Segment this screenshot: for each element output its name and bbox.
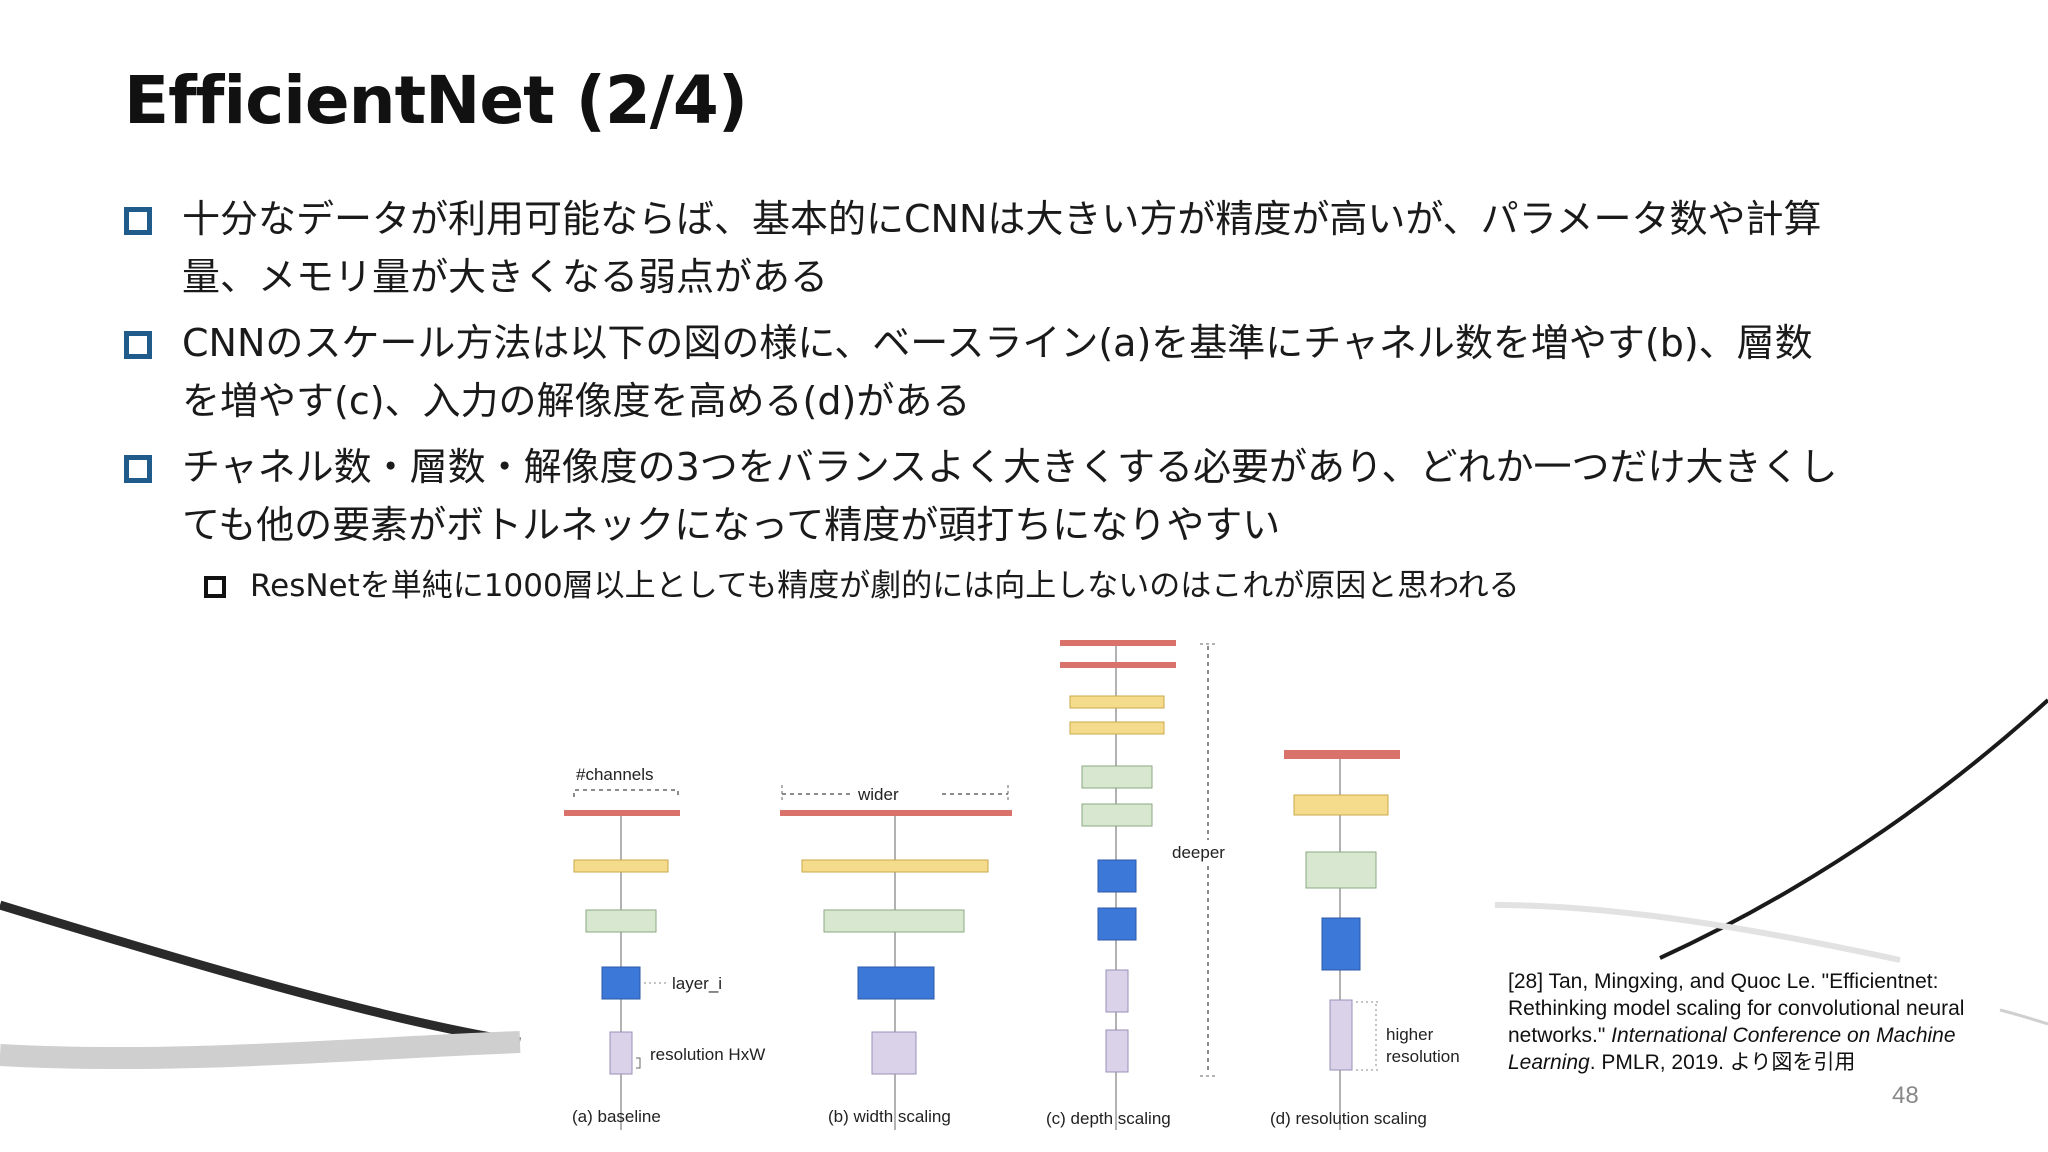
bullet-text: CNNのスケール方法は以下の図の様に、ベースライン(a)を基準にチャネル数を増や…	[182, 314, 1922, 430]
layer-block	[1097, 907, 1137, 941]
width-scaling-network: wider (b) width scaling	[780, 785, 1012, 1130]
higher-label: higher	[1386, 1025, 1434, 1044]
layer-block	[1105, 1029, 1129, 1073]
square-bullet-icon	[124, 207, 152, 235]
layer-block	[801, 859, 989, 873]
layer-block	[564, 810, 680, 816]
sub-bullet-text: ResNetを単純に1000層以上としても精度が劇的には向上しないのはこれが原因…	[250, 568, 1520, 604]
layer-block	[1329, 999, 1353, 1071]
bullet-line: 十分なデータが利用可能ならば、基本的にCNNは大きい方が精度が高いが、パラメータ…	[182, 197, 1822, 241]
baseline-network: #channels layer_i resolution HxW (a) bas…	[564, 765, 765, 1130]
layer-block	[857, 966, 935, 1000]
layer-block	[1305, 851, 1377, 889]
layer-block	[1069, 721, 1165, 735]
layer-block	[823, 909, 965, 933]
bullet-line: CNNのスケール方法は以下の図の様に、ベースライン(a)を基準にチャネル数を増や…	[182, 321, 1813, 365]
bullet-line: を増やす(c)、入力の解像度を高める(d)がある	[182, 379, 971, 423]
resolution-label-2: resolution	[1386, 1047, 1460, 1066]
layer-block	[1081, 803, 1153, 827]
caption-baseline: (a) baseline	[572, 1107, 661, 1126]
caption-depth: (c) depth scaling	[1046, 1109, 1171, 1128]
layer-block	[1293, 794, 1389, 816]
layer-block	[1060, 640, 1176, 646]
layer-block	[601, 966, 641, 1000]
square-bullet-icon	[204, 576, 226, 598]
bullet-text: 十分なデータが利用可能ならば、基本的にCNNは大きい方が精度が高いが、パラメータ…	[182, 190, 1922, 306]
bullet-text: チャネル数・層数・解像度の3つをバランスよく大きくする必要があり、どれか一つだけ…	[182, 438, 1922, 554]
bullet-line: 量、メモリ量が大きくなる弱点がある	[182, 255, 829, 299]
layer-block	[1069, 695, 1165, 709]
page-number: 48	[1892, 1082, 1919, 1109]
deeper-label: deeper	[1172, 843, 1225, 862]
citation-text: [28] Tan, Mingxing, and Quoc Le. "Effici…	[1508, 970, 1965, 1047]
layer-block	[609, 1031, 633, 1075]
layer-block	[871, 1031, 917, 1075]
layer-block	[585, 909, 657, 933]
slide-title: EfficientNet (2/4)	[124, 62, 748, 139]
layer-block	[1097, 859, 1137, 893]
channels-label: #channels	[576, 765, 654, 784]
layer-block	[1284, 750, 1400, 759]
resolution-scaling-network: higher resolution (d) resolution scaling	[1270, 750, 1460, 1130]
wider-label: wider	[857, 785, 899, 804]
bullet-line: チャネル数・層数・解像度の3つをバランスよく大きくする必要があり、どれか一つだけ…	[182, 445, 1838, 489]
caption-resolution: (d) resolution scaling	[1270, 1109, 1427, 1128]
layer-block	[1060, 662, 1176, 668]
caption-width: (b) width scaling	[828, 1107, 951, 1126]
bullet-line: ても他の要素がボトルネックになって精度が頭打ちになりやすい	[182, 503, 1281, 547]
square-bullet-icon	[124, 331, 152, 359]
citation-venue: International Conference on Machine Lear…	[1508, 1024, 1956, 1074]
depth-scaling-network: deeper (c) depth scaling	[1046, 640, 1225, 1130]
citation-tail: . PMLR, 2019. より図を引用	[1589, 1051, 1856, 1074]
citation: [28] Tan, Mingxing, and Quoc Le. "Effici…	[1508, 968, 2028, 1076]
layer-block	[1081, 765, 1153, 789]
layer-block	[780, 810, 1012, 816]
resolution-label: resolution HxW	[650, 1045, 765, 1064]
layer-block	[1105, 969, 1129, 1013]
scaling-diagram: #channels layer_i resolution HxW (a) bas…	[564, 640, 1460, 1130]
layer-block	[1321, 917, 1361, 971]
layer-label: layer_i	[672, 974, 722, 993]
layer-block	[573, 859, 669, 873]
square-bullet-icon	[124, 455, 152, 483]
